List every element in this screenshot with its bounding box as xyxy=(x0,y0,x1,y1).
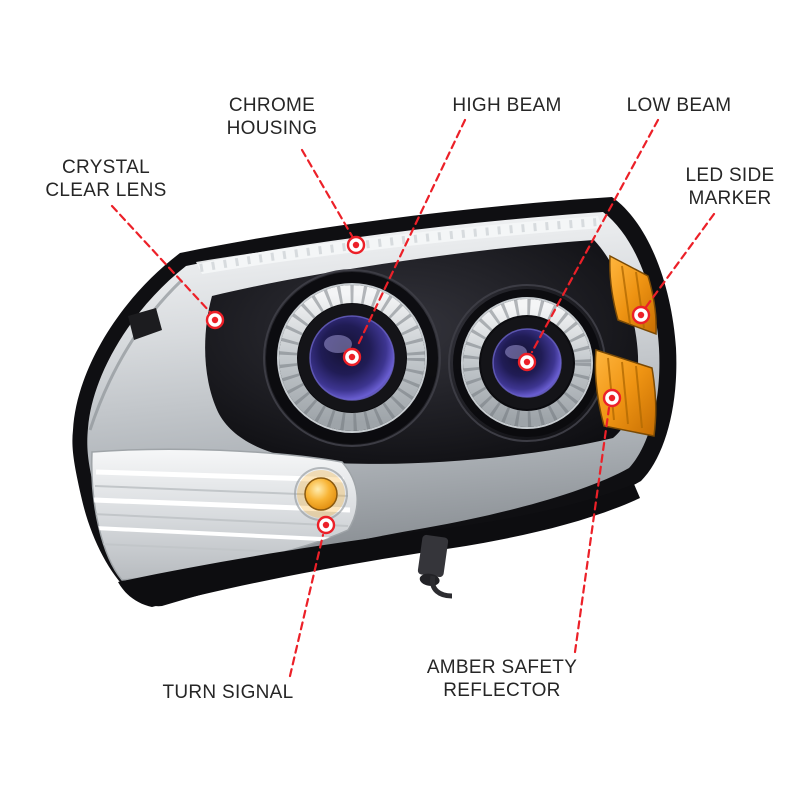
label-chrome-housing-line1: CHROME xyxy=(228,95,316,116)
callout-line-chrome-housing xyxy=(300,148,354,238)
callout-dot-low-beam xyxy=(517,352,537,372)
label-turn-signal: TURN SIGNAL xyxy=(162,681,293,704)
label-low-beam: LOW BEAM xyxy=(627,94,732,117)
label-high-beam-line1: HIGH BEAM xyxy=(452,95,562,116)
callout-line-amber-safety-reflector xyxy=(573,406,611,654)
callout-line-turn-signal xyxy=(288,533,325,678)
callout-line-crystal-clear-lens xyxy=(110,204,212,314)
callout-dots xyxy=(205,235,651,535)
callout-dot-led-side-marker xyxy=(631,305,651,325)
label-chrome-housing-line2: HOUSING xyxy=(226,118,318,139)
callout-dot-high-beam xyxy=(342,347,362,367)
label-amber-safety-reflector-line2: REFLECTOR xyxy=(443,680,561,701)
label-led-side-marker: LED SIDE MARKER xyxy=(686,164,775,210)
label-led-side-marker-line1: LED SIDE xyxy=(685,165,775,186)
label-crystal-clear-lens-line1: CRYSTAL xyxy=(62,157,150,178)
label-chrome-housing: CHROME HOUSING xyxy=(227,94,318,140)
mounting-tab xyxy=(128,308,162,340)
label-turn-signal-line1: TURN SIGNAL xyxy=(162,682,294,703)
callout-dot-turn-signal xyxy=(316,515,336,535)
callout-line-high-beam xyxy=(355,118,467,349)
callout-line-led-side-marker xyxy=(644,212,716,309)
bottom-trim xyxy=(118,484,640,607)
callout-dot-crystal-clear-lens xyxy=(205,310,225,330)
projector-high-beam xyxy=(263,269,441,447)
label-low-beam-line1: LOW BEAM xyxy=(626,95,732,116)
callout-dot-amber-safety-reflector xyxy=(602,388,622,408)
label-crystal-clear-lens: CRYSTAL CLEAR LENS xyxy=(45,156,166,202)
label-led-side-marker-line2: MARKER xyxy=(688,188,772,209)
label-amber-safety-reflector-line1: AMBER SAFETY xyxy=(426,657,578,678)
label-high-beam: HIGH BEAM xyxy=(452,94,561,117)
callout-line-low-beam xyxy=(530,118,660,354)
callout-lines xyxy=(110,118,716,678)
turn-signal-lens xyxy=(91,448,358,581)
callout-dot-chrome-housing xyxy=(346,235,366,255)
label-crystal-clear-lens-line2: CLEAR LENS xyxy=(45,180,167,201)
amber-safety-reflector-shape xyxy=(594,348,657,437)
label-amber-safety-reflector: AMBER SAFETY REFLECTOR xyxy=(427,656,577,702)
